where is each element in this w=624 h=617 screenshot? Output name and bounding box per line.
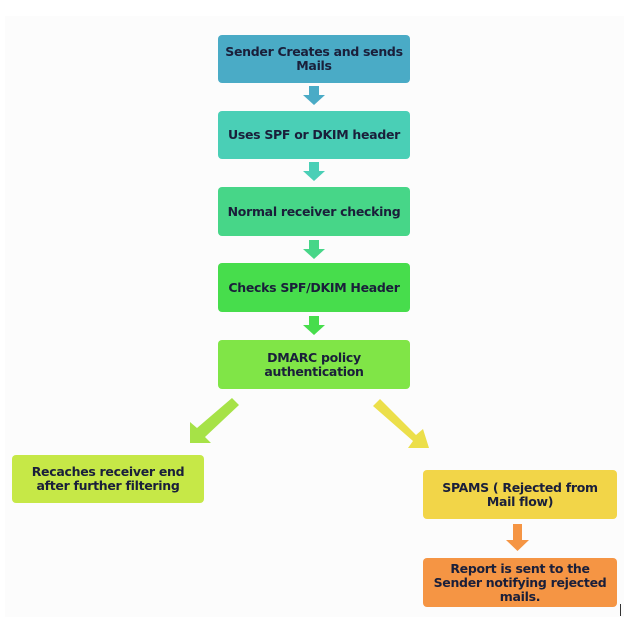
node-spams-rejected: SPAMS ( Rejected from Mail flow) <box>423 470 617 519</box>
arrow-down-orange <box>506 524 529 551</box>
node-sender-creates-mails: Sender Creates and sends Mails <box>218 35 410 83</box>
node-uses-spf-dkim: Uses SPF or DKIM header <box>218 111 410 159</box>
node-reaches-receiver: Recaches receiver end after further filt… <box>12 455 204 503</box>
node-label: DMARC policy authentication <box>264 349 364 379</box>
text-cursor <box>620 604 621 616</box>
arrow-diagonal-right <box>373 399 429 448</box>
node-label: SPAMS ( Rejected from Mail flow) <box>442 479 598 509</box>
node-label: Uses SPF or DKIM header <box>227 127 401 142</box>
node-checks-spf-dkim: Checks SPF/DKIM Header <box>218 263 410 312</box>
arrow-down-4 <box>303 316 325 335</box>
node-label: Recaches receiver end after further filt… <box>31 464 185 493</box>
node-normal-receiver-checking: Normal receiver checking <box>218 187 410 236</box>
node-label: Checks SPF/DKIM Header <box>228 279 400 295</box>
node-label: Sender Creates and sends Mails <box>225 44 403 73</box>
node-dmarc-policy: DMARC policy authentication <box>218 340 410 389</box>
arrow-down-2 <box>303 162 325 181</box>
node-label: Normal receiver checking <box>227 203 401 219</box>
arrow-down-1 <box>303 86 325 105</box>
node-report-sent: Report is sent to the Sender notifying r… <box>423 558 617 607</box>
arrow-down-3 <box>303 240 325 259</box>
arrow-diagonal-left <box>190 398 239 443</box>
node-label: Report is sent to the Sender notifying r… <box>433 560 607 604</box>
